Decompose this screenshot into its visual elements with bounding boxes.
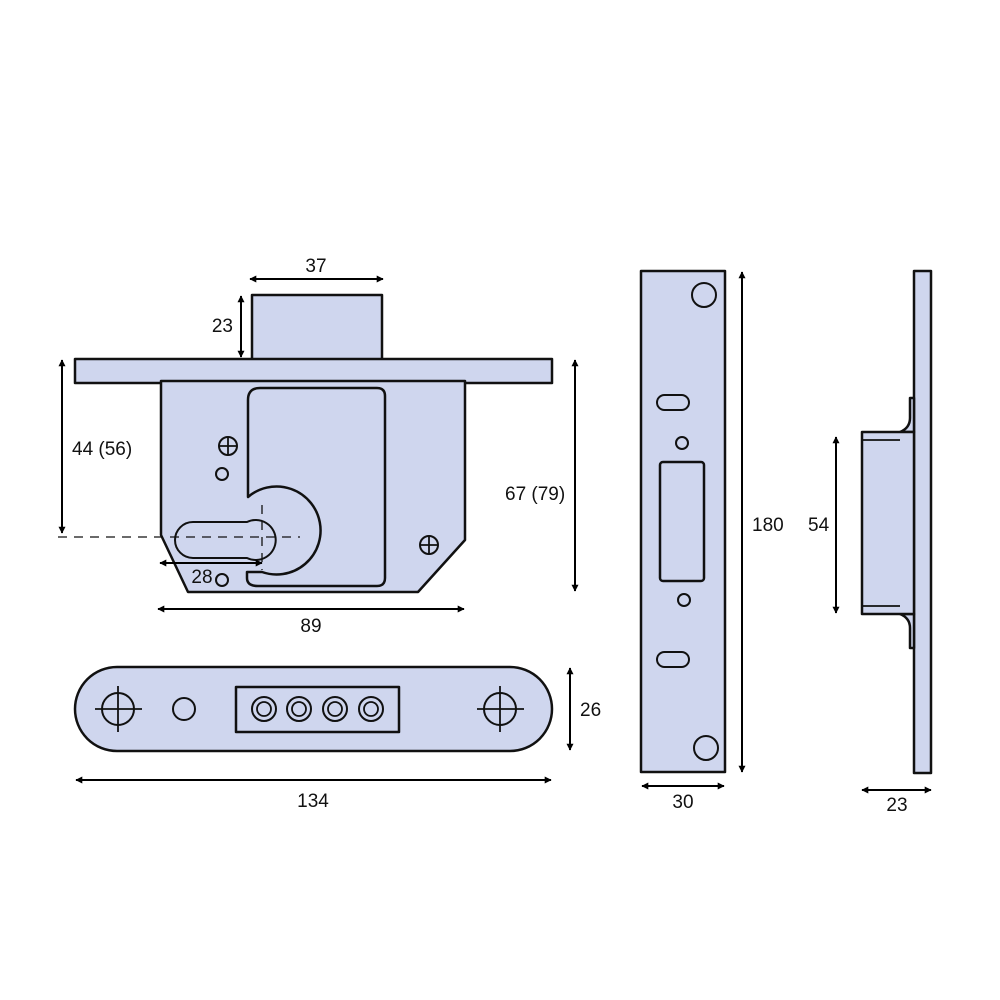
dim-bolt-width: 37 — [305, 256, 326, 277]
screw-icon-upper — [218, 436, 238, 456]
keep-bolt-opening — [658, 460, 706, 583]
keep-small-hole-bottom — [677, 593, 691, 607]
keep-box — [860, 430, 916, 616]
dim-case-width: 89 — [300, 616, 321, 637]
dim-center-distance: 28 — [191, 567, 212, 588]
forend-hole — [172, 697, 196, 721]
dim-box-height: 54 — [808, 515, 830, 536]
keep-screw-hole-bottom — [693, 735, 719, 761]
bolt-pins — [251, 696, 384, 722]
keep-screw-hole-top — [691, 282, 717, 308]
dim-keep-height: 180 — [752, 515, 784, 536]
keep-box-lip-bottom — [898, 612, 916, 650]
bolt — [250, 293, 384, 363]
rivet-hole-bottom — [215, 573, 229, 587]
keep-side-view — [860, 269, 933, 775]
keep-plate — [639, 269, 727, 774]
screw-icon-lower — [419, 535, 439, 555]
dim-forend-width: 26 — [580, 700, 601, 721]
rivet-hole — [215, 467, 229, 481]
dim-case-depth: 67 (79) — [505, 484, 565, 505]
dim-box-depth: 23 — [886, 795, 907, 816]
keep-slot-top — [656, 394, 690, 411]
dim-forend-length: 134 — [297, 791, 329, 812]
screw-hole-icon-right — [477, 686, 524, 732]
lock-body-front-view — [58, 293, 554, 594]
dim-bolt-projection: 23 — [212, 316, 233, 337]
dim-keep-width: 30 — [672, 792, 693, 813]
forend-plate-top — [73, 357, 554, 385]
dim-backset: 44 (56) — [72, 439, 132, 460]
keep-small-hole-top — [675, 436, 689, 450]
keep-slot-bottom — [656, 651, 690, 668]
keep-box-lip-top — [898, 396, 916, 434]
screw-hole-icon-left — [95, 686, 142, 732]
bolt-recess — [245, 386, 387, 588]
forend-plate — [73, 665, 554, 753]
cylinder-hole — [174, 519, 277, 561]
